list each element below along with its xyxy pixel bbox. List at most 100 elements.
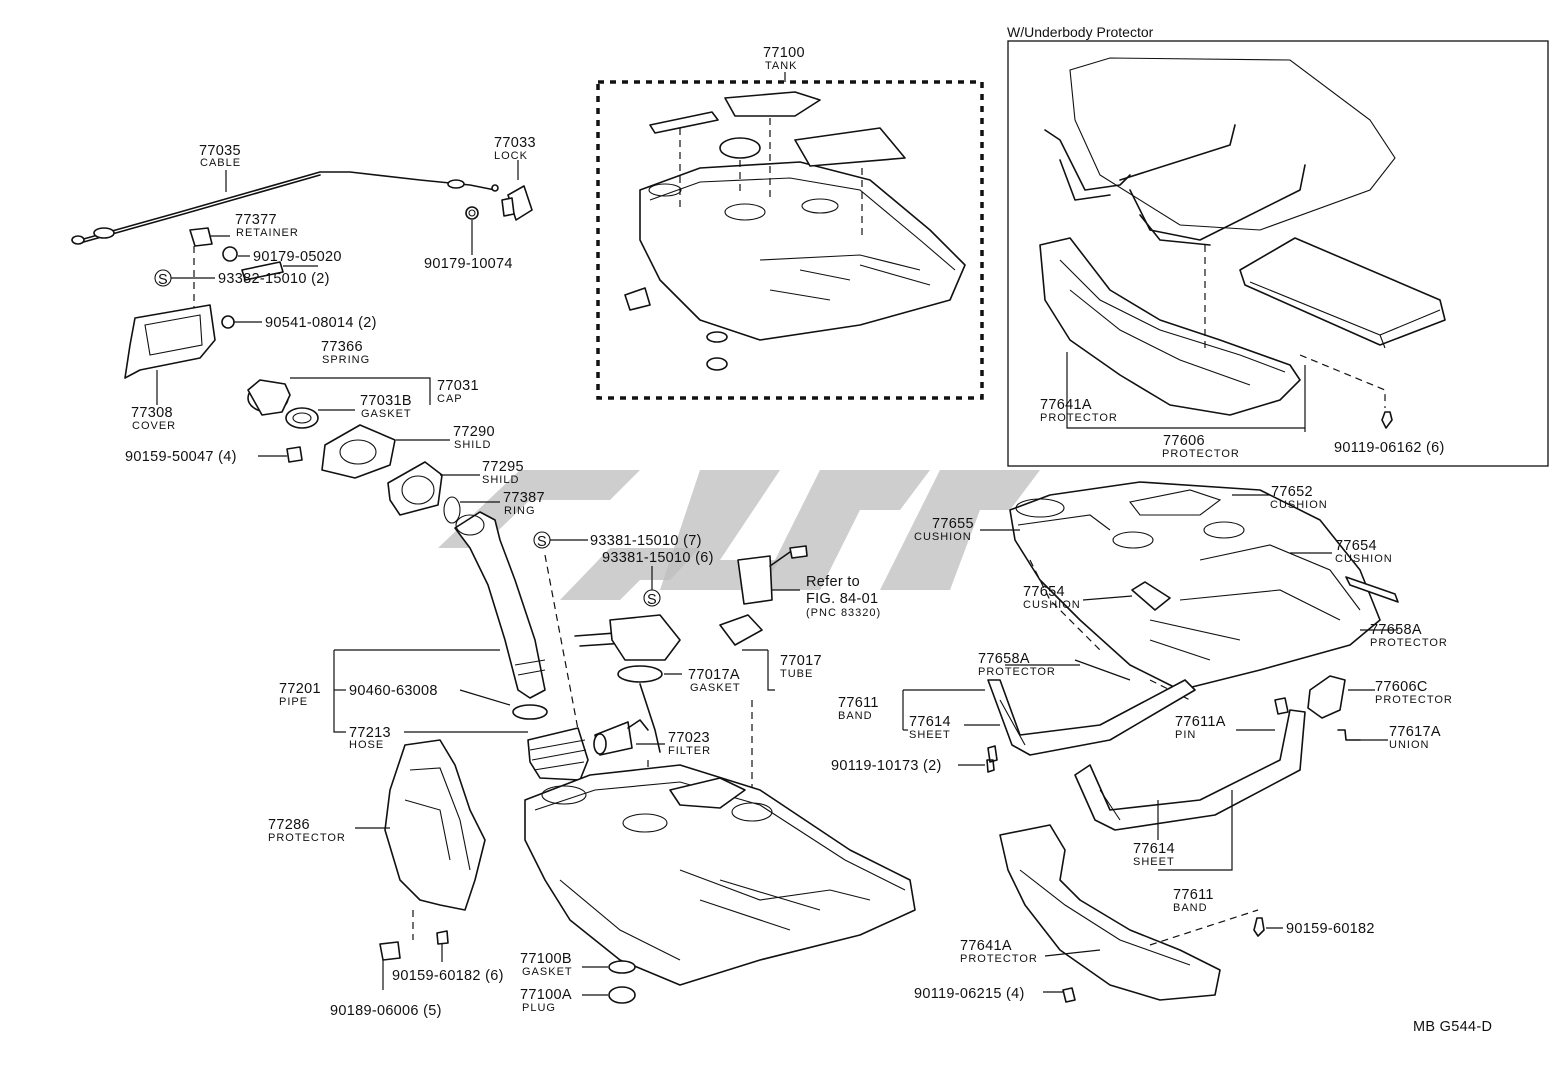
label-77652: 77652	[1271, 484, 1313, 500]
label-77611-upper: 77611	[838, 695, 879, 711]
name-77100A: PLUG	[522, 1002, 556, 1014]
name-77614-upper: SHEET	[909, 729, 951, 741]
name-77377: RETAINER	[236, 227, 299, 239]
name-77611-upper: BAND	[838, 710, 873, 722]
name-77641A-inset: PROTECTOR	[1040, 412, 1118, 424]
name-77201: PIPE	[279, 696, 308, 708]
label-77658A-left: 77658A	[978, 651, 1030, 667]
refer-line3: (PNC 83320)	[806, 607, 881, 619]
label-90159-60182-6: 90159-60182 (6)	[392, 968, 504, 984]
label-77611-lower: 77611	[1173, 887, 1214, 903]
name-77031B: GASKET	[361, 408, 412, 420]
label-77100B: 77100B	[520, 951, 572, 967]
name-77017: TUBE	[780, 668, 813, 680]
name-77213: HOSE	[349, 739, 384, 751]
label-77023: 77023	[668, 730, 710, 746]
name-77023: FILTER	[668, 745, 711, 757]
label-90179-05020: 90179-05020	[253, 249, 342, 265]
label-77201: 77201	[279, 681, 321, 697]
label-77655: 77655	[932, 516, 974, 532]
label-77654-right: 77654	[1335, 538, 1377, 554]
label-93382-15010: 93382-15010 (2)	[218, 271, 330, 287]
name-77308: COVER	[132, 420, 176, 432]
label-90119-06215: 90119-06215 (4)	[914, 986, 1025, 1002]
label-90541-08014: 90541-08014 (2)	[265, 315, 377, 331]
label-77654-left: 77654	[1023, 584, 1065, 600]
name-77611A: PIN	[1175, 729, 1196, 741]
label-77295: 77295	[482, 459, 524, 475]
labels: 77035 CABLE 77033 LOCK 77377 RETAINER 90…	[125, 45, 1453, 1019]
name-77100B: GASKET	[522, 966, 573, 978]
label-77031B: 77031B	[360, 393, 412, 409]
name-77606: PROTECTOR	[1162, 448, 1240, 460]
label-90460-63008: 90460-63008	[349, 683, 438, 699]
name-77641A-lower: PROTECTOR	[960, 953, 1038, 965]
name-77658A-right: PROTECTOR	[1370, 637, 1448, 649]
label-77100A: 77100A	[520, 987, 572, 1003]
label-77387: 77387	[503, 490, 545, 506]
label-93381-15010-7: 93381-15010 (7)	[590, 533, 702, 549]
name-77031: CAP	[437, 393, 463, 405]
inset-box: W/Underbody Protector	[1007, 24, 1549, 467]
name-77295: SHILD	[482, 474, 519, 486]
label-77611A: 77611A	[1175, 714, 1226, 730]
label-77658A-right: 77658A	[1370, 622, 1422, 638]
name-77658A-left: PROTECTOR	[978, 666, 1056, 678]
label-77641A-inset: 77641A	[1040, 397, 1092, 413]
label-77017: 77017	[780, 653, 822, 669]
name-77033: LOCK	[494, 150, 528, 162]
tank-group	[596, 72, 984, 400]
label-77614-lower: 77614	[1133, 841, 1175, 857]
label-90159-60182: 90159-60182	[1286, 921, 1375, 937]
refer-note: Refer to FIG. 84-01 (PNC 83320)	[806, 574, 881, 619]
name-77652: CUSHION	[1270, 499, 1328, 511]
name-77387: RING	[504, 505, 536, 517]
label-77641A-lower: 77641A	[960, 938, 1012, 954]
fuel-door-group: S	[71, 160, 533, 524]
name-77654-right: CUSHION	[1335, 553, 1393, 565]
s-symbol: S	[158, 272, 168, 288]
name-77655: CUSHION	[914, 531, 972, 543]
name-77366: SPRING	[322, 354, 370, 366]
name-77017A: GASKET	[690, 682, 741, 694]
diagram-code: MB G544-D	[1413, 1019, 1492, 1035]
label-77606C: 77606C	[1375, 679, 1428, 695]
label-77017A: 77017A	[688, 667, 740, 683]
label-90119-06162: 90119-06162 (6)	[1334, 440, 1445, 456]
protector-77286	[355, 739, 486, 990]
label-77033: 77033	[494, 135, 536, 151]
filler-pipe-group: S	[333, 511, 589, 781]
label-77308: 77308	[131, 405, 173, 421]
s-symbol-3: S	[647, 592, 657, 608]
label-77614-upper: 77614	[909, 714, 951, 730]
bands-group	[902, 664, 1388, 1003]
name-77286: PROTECTOR	[268, 832, 346, 844]
name-77100: TANK	[765, 60, 798, 72]
label-77617A: 77617A	[1389, 724, 1441, 740]
refer-line1: Refer to	[806, 574, 860, 590]
label-77377: 77377	[235, 212, 277, 228]
label-90159-50047: 90159-50047 (4)	[125, 449, 237, 465]
label-77606: 77606	[1163, 433, 1205, 449]
label-77366: 77366	[321, 339, 363, 355]
label-90179-10074: 90179-10074	[424, 256, 513, 272]
label-77213: 77213	[349, 725, 391, 741]
name-77617A: UNION	[1389, 739, 1429, 751]
label-77100: 77100	[763, 45, 805, 61]
name-77606C: PROTECTOR	[1375, 694, 1453, 706]
name-77035: CABLE	[200, 157, 241, 169]
label-90119-10173: 90119-10173 (2)	[831, 758, 942, 774]
name-77654-left: CUSHION	[1023, 599, 1081, 611]
main-tank	[524, 764, 916, 1004]
inset-title: W/Underbody Protector	[1007, 24, 1154, 40]
label-77286: 77286	[268, 817, 310, 833]
sender-group: S	[574, 545, 808, 815]
refer-line2: FIG. 84-01	[806, 591, 878, 607]
label-77031: 77031	[437, 378, 479, 394]
label-77290: 77290	[453, 424, 495, 440]
label-90189-06006: 90189-06006 (5)	[330, 1003, 442, 1019]
label-93381-15010-6: 93381-15010 (6)	[602, 550, 714, 566]
name-77611-lower: BAND	[1173, 902, 1208, 914]
s-symbol-2: S	[537, 534, 547, 550]
